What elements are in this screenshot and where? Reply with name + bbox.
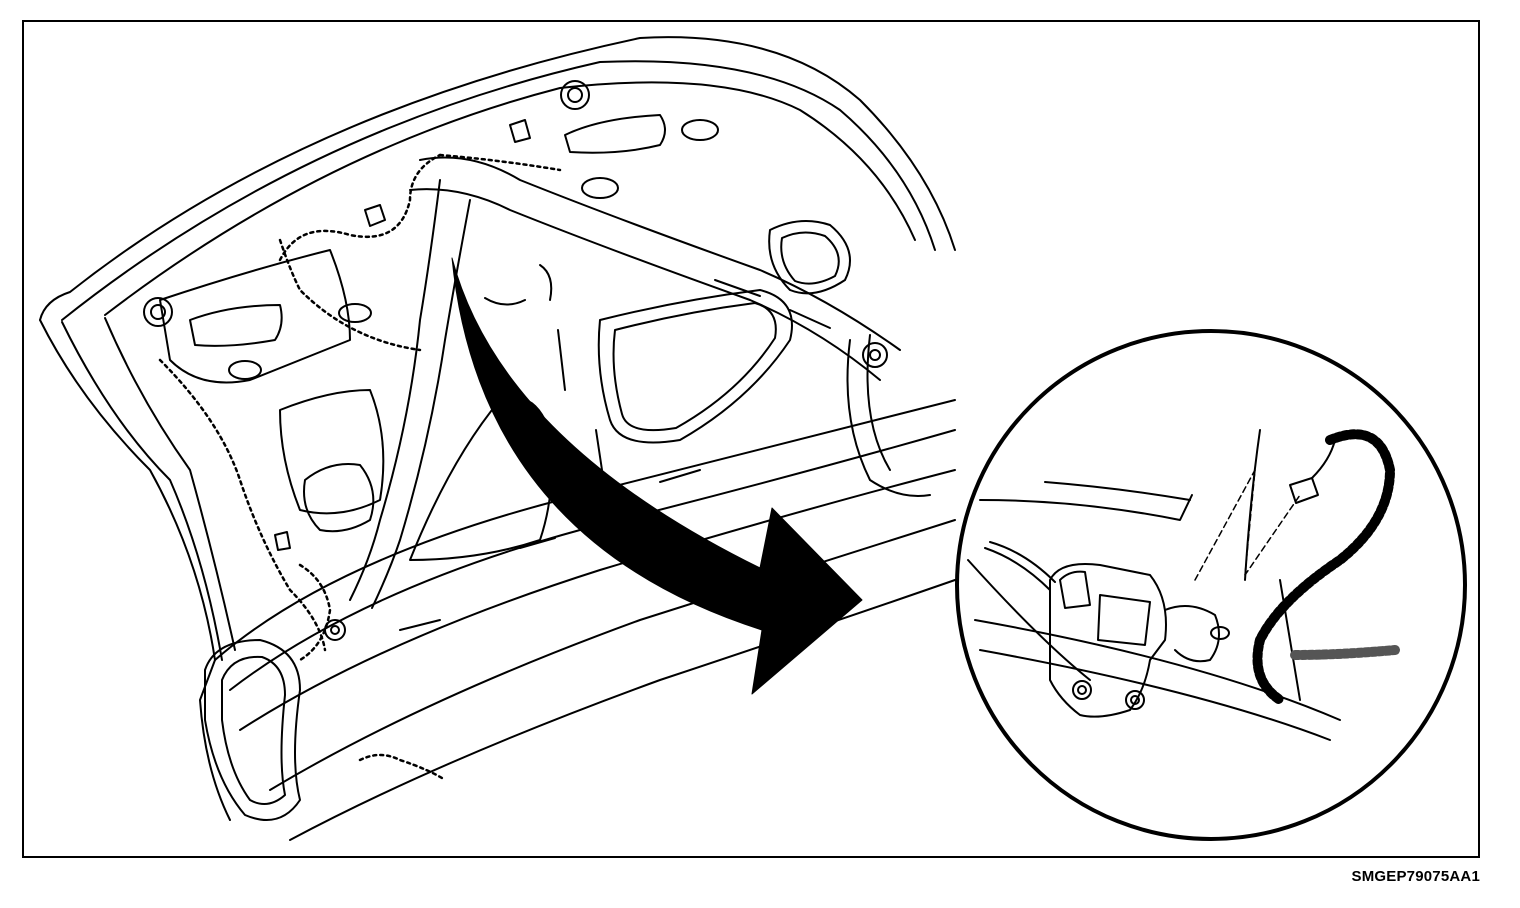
latch-connector xyxy=(1289,477,1319,504)
trunk-lid-latch xyxy=(1049,563,1167,718)
harness-connectors xyxy=(274,119,553,551)
detail-view xyxy=(955,329,1467,841)
detail-callout-arrow xyxy=(451,257,863,695)
trunk-lid xyxy=(39,36,956,841)
figure-frame xyxy=(22,20,1480,858)
wiring-harness xyxy=(158,153,562,782)
figure-code: SMGEP79075AA1 xyxy=(1351,868,1480,885)
